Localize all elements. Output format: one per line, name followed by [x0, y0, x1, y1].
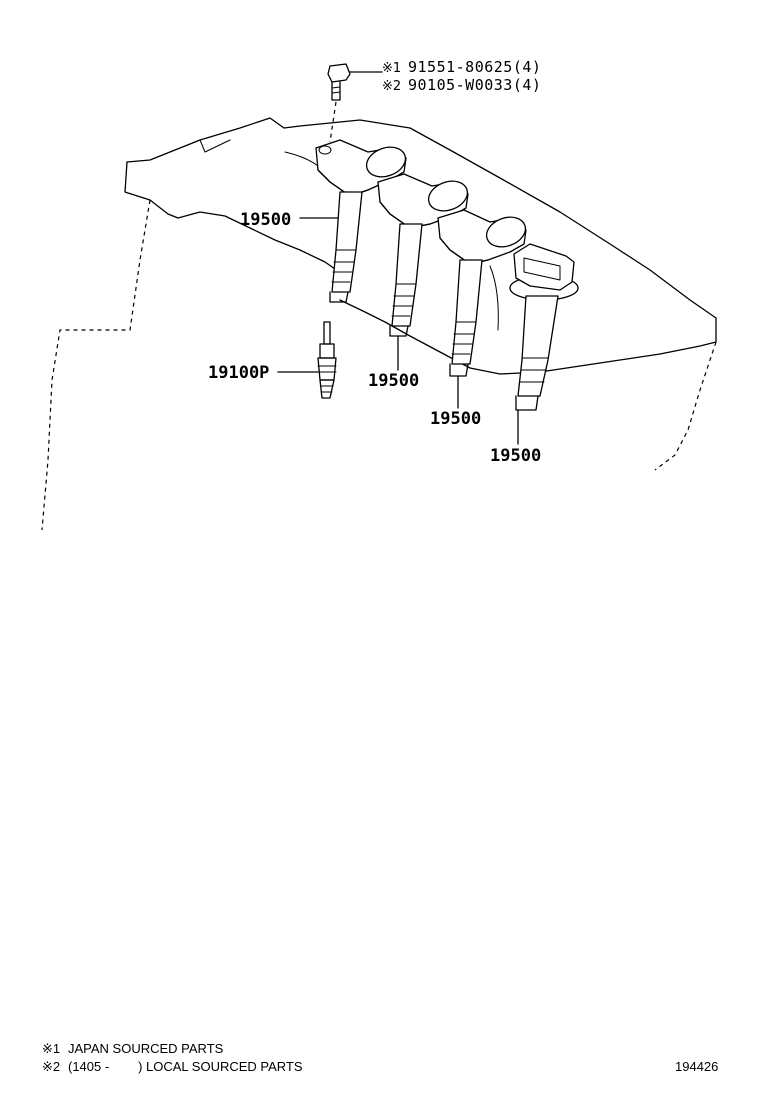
bolt-callout: ※1 91551-80625(4) ※2 90105-W0033(4)	[382, 58, 541, 94]
footnote-2-text: (1405 - ) LOCAL SOURCED PARTS	[68, 1059, 303, 1074]
diagram-id: 194426	[675, 1059, 718, 1074]
spark-plug	[317, 321, 337, 399]
ignition-coil-2	[377, 173, 469, 337]
coil-3-part-label: 19500	[430, 409, 481, 429]
footnote-2-mark: ※2	[42, 1059, 60, 1074]
footnote-1-text: JAPAN SOURCED PARTS	[68, 1041, 224, 1056]
ignition-coil-3	[437, 209, 527, 377]
coil-4-part-label: 19500	[490, 446, 541, 466]
bolt-part-number-1: 91551-80625(4)	[408, 58, 541, 76]
footnote-1-mark: ※1	[42, 1041, 60, 1056]
bolt	[327, 63, 383, 143]
bolt-part-number-2: 90105-W0033(4)	[408, 76, 541, 94]
leader-lines	[277, 217, 519, 445]
ignition-coil-1	[315, 139, 407, 303]
coil-1-part-label: 19500	[240, 210, 291, 230]
bolt-mark-1: ※1	[382, 61, 401, 76]
spark-plug-part-label: 19100P	[208, 363, 269, 383]
ignition-coil-4	[509, 243, 579, 411]
footnotes: ※1 JAPAN SOURCED PARTS ※2 (1405 - ) LOCA…	[42, 1041, 303, 1074]
bolt-mark-2: ※2	[382, 79, 401, 94]
coil-2-part-label: 19500	[368, 371, 419, 391]
engine-head-outline	[41, 117, 717, 531]
